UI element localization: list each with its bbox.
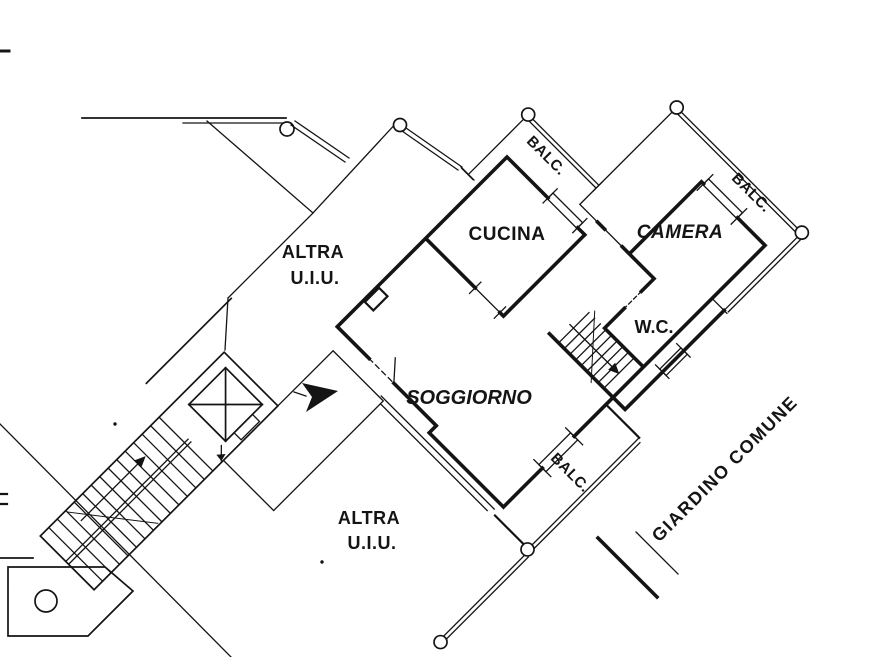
room-label-wc: W.C. <box>635 317 674 337</box>
railing-post <box>392 117 408 133</box>
stair-landing <box>222 349 385 512</box>
upper-unit-boundary <box>224 212 314 351</box>
dot <box>320 560 324 564</box>
soggiorno-balcony-walls <box>493 402 641 551</box>
soggiorno-balcony-door <box>532 426 584 478</box>
label-altra-uiu-lower: ALTRA U.I.U. <box>338 508 400 553</box>
railing-post <box>520 542 535 557</box>
stairwell-wall <box>145 297 233 385</box>
wc-door <box>623 290 643 310</box>
railing-post <box>669 100 685 115</box>
labels: CUCINA CAMERA W.C. SOGGIORNO BALC. BALC.… <box>282 133 802 553</box>
upper-balcony-railing <box>401 127 463 171</box>
svg-text:ALTRA: ALTRA <box>338 508 400 528</box>
railing-post <box>433 634 448 650</box>
kitchen-window <box>542 187 588 234</box>
hall-opening <box>603 228 624 248</box>
cucina-soggiorno-opening <box>468 281 507 320</box>
entrance-door <box>368 357 396 385</box>
surroundings <box>0 49 679 657</box>
apartment-walls <box>334 154 768 510</box>
common-staircase <box>39 350 280 591</box>
svg-text:U.I.U.: U.I.U. <box>290 268 339 288</box>
garden-fence-railing <box>439 553 530 642</box>
wall-niche <box>363 286 390 312</box>
wall-fragment <box>635 531 679 575</box>
railing-post <box>279 121 295 137</box>
dot <box>113 422 117 426</box>
balcony-label-camera: BALC. <box>728 170 774 216</box>
wall-fragment <box>595 535 660 600</box>
upper-balcony-railing <box>290 120 350 163</box>
camera-window <box>696 173 748 226</box>
label-altra-uiu-upper: ALTRA U.I.U. <box>282 242 344 288</box>
internal-stair <box>557 310 636 390</box>
room-label-camera: CAMERA <box>637 222 723 243</box>
soggiorno-balcony-railing <box>527 436 641 552</box>
property-line <box>0 423 232 657</box>
balcony-label-soggiorno: BALC. <box>547 450 593 496</box>
label-giardino-comune: GIARDINO COMUNE <box>648 392 802 546</box>
room-label-cucina: CUCINA <box>469 224 546 245</box>
stair-up-arrow <box>134 456 146 468</box>
manhole <box>34 589 58 613</box>
room-label-soggiorno: SOGGIORNO <box>406 387 532 409</box>
edge-mark <box>0 492 9 506</box>
valley-join <box>460 166 475 181</box>
svg-text:ALTRA: ALTRA <box>282 242 344 262</box>
camera-balcony-railing <box>578 106 805 315</box>
railing-post <box>520 107 536 122</box>
stair-direction-arrow <box>608 362 620 375</box>
entrance-arrow-icon <box>293 383 338 412</box>
kitchen-balcony-railing <box>460 113 603 192</box>
balcony-label-kitchen: BALC. <box>523 133 569 179</box>
elevator-symbol <box>187 366 264 462</box>
apartment-plan <box>39 100 810 650</box>
lower-block-outline <box>7 566 135 637</box>
lower-unit-wall <box>380 395 496 512</box>
railing-post <box>794 225 810 241</box>
svg-text:U.I.U.: U.I.U. <box>347 533 396 553</box>
east-window <box>654 342 692 380</box>
